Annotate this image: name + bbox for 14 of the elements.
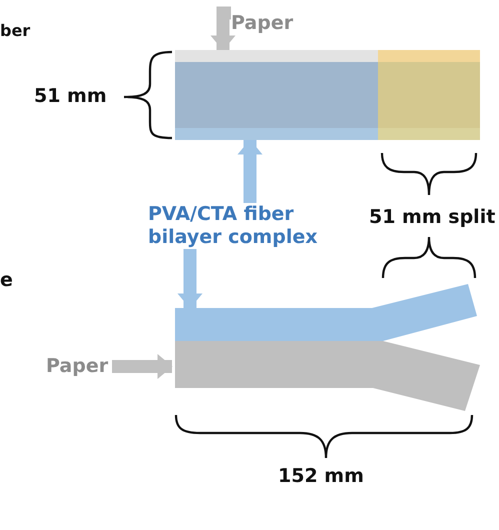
dimension-label: 51 mm bbox=[34, 86, 107, 108]
block-arrow bbox=[178, 249, 202, 308]
partial-text: e bbox=[0, 270, 13, 292]
laminated-strip bbox=[175, 50, 480, 140]
block-arrow bbox=[210, 6, 236, 50]
partial-text: ber bbox=[0, 22, 30, 40]
material-label: PVA/CTA fiber bilayer complex bbox=[148, 203, 326, 249]
dimension-label: 152 mm bbox=[278, 466, 364, 488]
block-arrow bbox=[112, 354, 172, 379]
input-label: Paper bbox=[231, 12, 297, 34]
input-label: Paper bbox=[46, 355, 112, 378]
split-strip bbox=[175, 283, 481, 412]
dimension-label: 51 mm split bbox=[369, 207, 496, 229]
block-arrow bbox=[238, 140, 262, 203]
